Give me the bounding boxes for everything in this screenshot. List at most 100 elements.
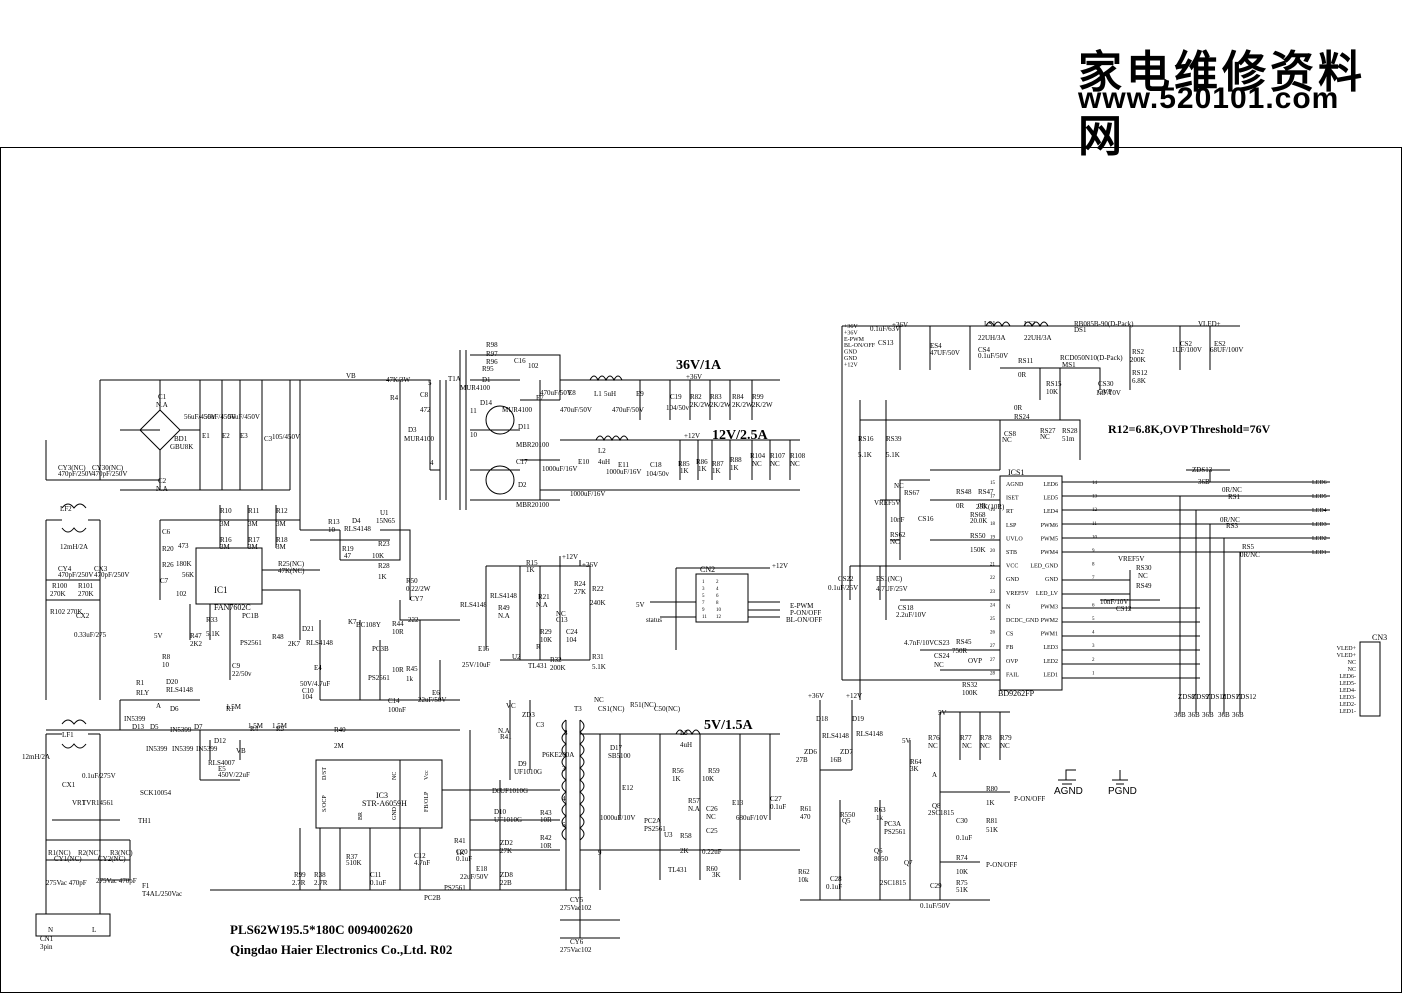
component-label: TVR14561 (82, 799, 114, 807)
component-label: R8 (162, 653, 171, 661)
ics1-pin-number: 17 (990, 495, 996, 500)
component-label: R40 (334, 726, 346, 734)
component-label: 275Vac102 (560, 946, 592, 954)
component-label: R108 (790, 452, 806, 460)
component-label: PS2561 (644, 825, 666, 833)
ics1-pin-name: LED1 (1043, 672, 1058, 678)
led-output-net: LED4- (1312, 508, 1329, 514)
component-label: 270K (50, 590, 66, 598)
ic3-pin-name: FB/OLP (424, 791, 430, 812)
component-label: R37 (346, 853, 358, 861)
component-label: 1K (378, 573, 387, 581)
component-label: N.A (498, 727, 510, 735)
component-label: LF2 (60, 505, 72, 513)
ics1-pin-name: PWM1 (1041, 632, 1058, 638)
ics1-pin-name: STB (1006, 550, 1017, 556)
component-label: 36B (1188, 711, 1200, 719)
component-label: C12 (414, 852, 426, 860)
component-label: 0.1uF (826, 883, 843, 891)
component-label: 25K(10R) (976, 503, 1005, 511)
component-label: CY2(NC) (98, 855, 126, 863)
cn3-pin-labels: VLED+VLED+NCNCLED6-LED5-LED4-LED3-LED2-L… (1337, 646, 1357, 715)
component-label: 47 (344, 552, 351, 560)
component-label: CY7 (410, 595, 424, 603)
component-label: 0.1uF/275V (82, 772, 116, 780)
ics1-pin-number: 4 (1092, 631, 1095, 636)
component-label: 3K (910, 765, 919, 773)
component-label: 5V (636, 601, 645, 609)
component-label: 0.1uF/63V (870, 325, 901, 333)
component-label: RLS4148 (460, 601, 487, 609)
component-label: C3 (536, 721, 545, 729)
component-label: R97 (486, 350, 498, 358)
component-label: 100K (962, 689, 978, 697)
component-label: 5V (938, 709, 947, 717)
component-label: R80 (986, 785, 998, 793)
component-label: R11 (248, 507, 260, 515)
ics1-pin-number: 12 (1092, 508, 1098, 513)
component-label: 2K7 (288, 640, 301, 648)
component-label: UF1010G (500, 787, 529, 795)
component-label: VLED+ (1198, 320, 1221, 328)
component-label: R102 270K (50, 608, 83, 616)
component-label: 2SC1815 (880, 879, 907, 887)
component-label: 10R (392, 666, 404, 674)
component-label: +12V (772, 562, 789, 570)
component-label: RS1 (1228, 493, 1241, 501)
component-label: 36B (1198, 478, 1210, 486)
component-label: BC108Y (356, 621, 381, 629)
component-label: 3M (248, 543, 258, 551)
component-label: ZDS12 (1236, 693, 1257, 701)
component-label: R87 (712, 460, 724, 468)
component-label: 0.22uF (702, 848, 722, 856)
component-label: 104 (566, 636, 577, 644)
component-label: 4uH (598, 458, 611, 466)
component-label: C8 (420, 391, 429, 399)
component-label: D9 (518, 760, 527, 768)
agnd-label: AGND (1054, 786, 1083, 797)
component-label: 1.5M (272, 722, 287, 730)
component-label: RS48 (956, 488, 972, 496)
component-label: 275Vac 470pF (46, 879, 87, 887)
ics1-part: BD9262FP (998, 689, 1035, 698)
component-label: C25 (706, 827, 718, 835)
component-label: 0R (978, 502, 987, 510)
component-label: R550 (840, 811, 856, 819)
component-label: 0.33uF/275 (74, 631, 107, 639)
ic3-pin-name: NC (392, 772, 398, 780)
component-label: R1(NC) (48, 849, 71, 857)
component-label: IN5399 (172, 745, 194, 753)
component-label: U1 (380, 509, 389, 517)
component-label: CS8 (1004, 430, 1017, 438)
component-label: TL431 (668, 866, 688, 874)
ics1-pin-number: 8 (1092, 563, 1095, 568)
component-label: CS2 (1180, 340, 1193, 348)
component-label: RS15 (1046, 380, 1062, 388)
component-label: 0.1uF (956, 834, 973, 842)
component-label: R98 (486, 341, 498, 349)
component-label: R24 (574, 580, 586, 588)
ics1-pin-number: 9 (1092, 549, 1095, 554)
component-label: 2K/2W (752, 401, 773, 409)
component-label: PC2A (644, 817, 662, 825)
component-label: Q6 (874, 847, 883, 855)
ics1-pin-number: 27 (990, 658, 996, 663)
component-label: IN5399 (124, 715, 146, 723)
component-label: C1 (158, 393, 167, 401)
component-label: MBR20100 (516, 441, 550, 449)
ics1-pin-name: LED4 (1043, 509, 1058, 515)
component-label: 1K (712, 467, 721, 475)
ics1-pin-number: 13 (1092, 495, 1098, 500)
ics1-pin-number: 6 (1092, 603, 1095, 608)
component-label: NC (1002, 436, 1012, 444)
component-label: 0.1uF/50V (920, 902, 951, 910)
component-label: C2 (158, 477, 167, 485)
component-label: CS1(NC) (598, 705, 625, 713)
component-label: CS4 (978, 346, 991, 354)
component-label: 47K(NC) (278, 567, 305, 575)
component-label: P-ON/OFF (986, 861, 1018, 869)
ics1-pin-name: DCDC_GND (1006, 618, 1039, 624)
ic3-part: STR-A6059H (362, 799, 407, 808)
component-label: MS1 (1062, 361, 1076, 369)
component-label: PC3B (372, 645, 389, 653)
